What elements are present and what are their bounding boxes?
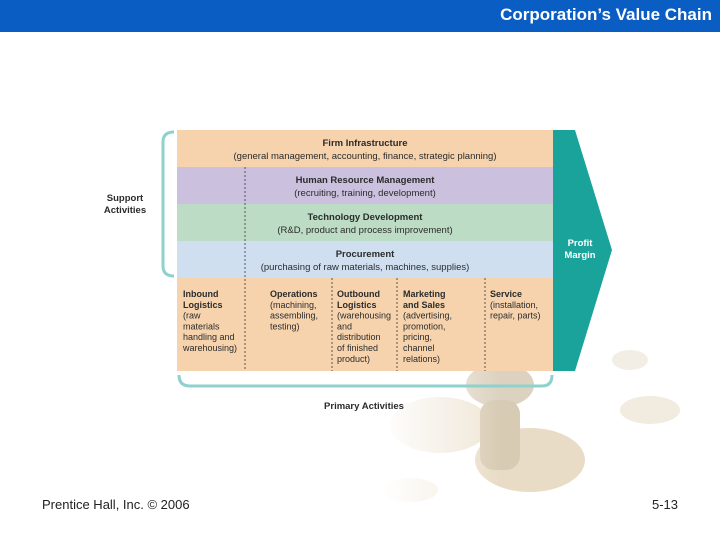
primary-bracket: [177, 374, 554, 388]
firm-infrastructure-detail: (general management, accounting, finance…: [234, 151, 497, 162]
technology-detail: (R&D, product and process improvement): [277, 225, 452, 236]
primary-activities-area: [177, 278, 553, 371]
primary-activity-3-line-3: promotion,: [403, 321, 446, 331]
support-activities-label-1: Support: [107, 193, 144, 204]
primary-activity-1-line-3: testing): [270, 321, 300, 331]
procurement-detail: (purchasing of raw materials, machines, …: [261, 262, 470, 273]
primary-activity-2-line-1: Logistics: [337, 300, 377, 310]
primary-activities-label: Primary Activities: [324, 401, 404, 412]
primary-activity-2-line-2: (warehousing: [337, 311, 391, 321]
primary-activity-4-line-1: (installation,: [490, 300, 538, 310]
hr-management-band: [177, 167, 553, 204]
profit-margin-label-2: Margin: [564, 250, 595, 261]
primary-activity-2-line-3: and: [337, 321, 352, 331]
primary-activity-0-line-3: materials: [183, 321, 220, 331]
primary-activity-3-line-5: channel: [403, 343, 435, 353]
slide-title: Corporation’s Value Chain: [500, 5, 712, 24]
primary-activity-3-line-4: pricing,: [403, 332, 432, 342]
primary-activity-2-line-5: of finished: [337, 343, 378, 353]
primary-activity-3-line-0: Marketing: [403, 289, 446, 299]
primary-activity-4-line-0: Service: [490, 289, 522, 299]
primary-activity-2-line-0: Outbound: [337, 289, 380, 299]
support-activities-label-2: Activities: [104, 205, 146, 216]
primary-activity-0-line-5: warehousing): [182, 343, 237, 353]
technology-development-band: [177, 204, 553, 241]
primary-activity-1-line-2: assembling,: [270, 311, 318, 321]
primary-activity-0-line-2: (raw: [183, 311, 201, 321]
primary-activity-1-line-1: (machining,: [270, 300, 317, 310]
hr-detail: (recruiting, training, development): [294, 188, 436, 199]
primary-activity-4-line-2: repair, parts): [490, 311, 541, 321]
primary-activity-2-line-4: distribution: [337, 332, 381, 342]
profit-margin-label-1: Profit: [568, 238, 594, 249]
footer-copyright: Prentice Hall, Inc. © 2006: [42, 497, 190, 512]
hr-title: Human Resource Management: [296, 175, 436, 186]
procurement-band: [177, 241, 553, 278]
primary-activity-3-line-1: and Sales: [403, 300, 445, 310]
profit-margin-arrow: [553, 130, 612, 371]
primary-activity-1-line-0: Operations: [270, 289, 318, 299]
primary-activity-2-line-6: product): [337, 354, 370, 364]
technology-title: Technology Development: [308, 212, 424, 223]
header-bar: Corporation’s Value Chain: [0, 0, 720, 32]
page-number: 5-13: [651, 497, 678, 512]
support-bracket: [161, 130, 175, 278]
activity-dividers: [244, 167, 486, 371]
procurement-title: Procurement: [336, 249, 395, 260]
primary-activity-0-line-4: handling and: [183, 332, 235, 342]
primary-activity-3-line-6: relations): [403, 354, 440, 364]
primary-activity-0-line-0: Inbound: [183, 289, 219, 299]
firm-infrastructure-band: [177, 130, 553, 167]
firm-infrastructure-title: Firm Infrastructure: [323, 138, 408, 149]
primary-activity-0-line-1: Logistics: [183, 300, 223, 310]
primary-activity-3-line-2: (advertising,: [403, 311, 452, 321]
